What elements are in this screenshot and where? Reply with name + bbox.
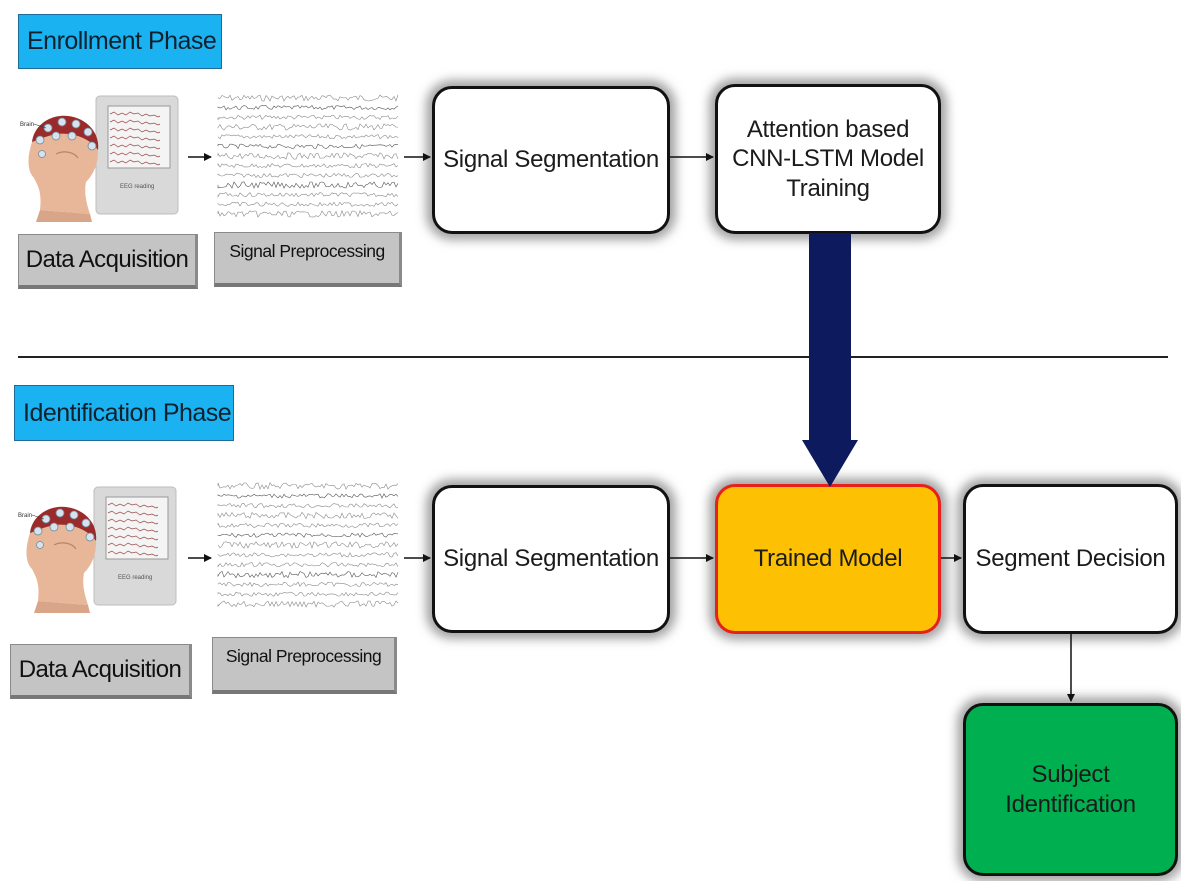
phase-divider: [18, 356, 1168, 358]
data-acquisition-label: Data Acquisition: [18, 234, 198, 289]
eeg-trace: [217, 192, 399, 198]
eeg-trace: [217, 503, 399, 509]
signal-preprocessing-label: Signal Preprocessing: [214, 232, 402, 287]
eeg-headset-illustration: EEG reading Brain: [20, 95, 179, 222]
signal-segmentation-text: Signal Segmentation: [443, 146, 659, 174]
eeg-trace: [217, 493, 399, 499]
eeg-trace: [217, 123, 399, 131]
trained-model-box: Trained Model: [715, 484, 941, 634]
signal-preprocessing-label: Signal Preprocessing: [212, 637, 397, 694]
brain-caption: Brain: [18, 513, 32, 519]
segment-decision-box: Segment Decision: [963, 484, 1178, 634]
eeg-trace: [217, 114, 399, 121]
identification-phase-label: Identification Phase: [14, 385, 234, 441]
eeg-trace: [217, 552, 399, 558]
trained-model-text: Trained Model: [753, 545, 903, 573]
subject-identification-box: Subject Identification: [963, 703, 1178, 876]
eeg-trace: [217, 541, 399, 550]
signal-segmentation-box: Signal Segmentation: [432, 485, 670, 633]
eeg-trace: [217, 201, 399, 207]
eeg-trace: [217, 172, 399, 179]
eeg-trace: [217, 133, 399, 140]
signal-segmentation-text: Signal Segmentation: [443, 545, 659, 573]
eeg-trace: [217, 561, 399, 568]
eeg-trace: [217, 162, 399, 169]
eeg-reading-caption: EEG reading: [120, 184, 154, 190]
eeg-trace: [217, 152, 399, 160]
eeg-reading-caption: EEG reading: [118, 575, 152, 581]
eeg-trace: [217, 522, 399, 528]
eeg-trace: [217, 532, 399, 538]
eeg-trace: [217, 511, 399, 520]
segment-decision-text: Segment Decision: [975, 545, 1166, 573]
eeg-trace: [217, 600, 399, 608]
eeg-trace: [217, 209, 399, 218]
eeg-trace: [217, 105, 399, 111]
enrollment-phase-label: Enrollment Phase: [18, 14, 222, 69]
eeg-trace: [217, 482, 399, 490]
data-acquisition-label: Data Acquisition: [10, 644, 192, 699]
eeg-trace: [217, 94, 399, 102]
eeg-trace: [217, 581, 399, 588]
eeg-trace: [217, 570, 399, 579]
model-training-box: Attention based CNN-LSTM Model Training: [715, 84, 941, 234]
eeg-signal-illustration: [217, 482, 399, 608]
brain-caption: Brain: [20, 122, 34, 128]
eeg-headset-illustration: EEG reading Brain: [18, 486, 177, 613]
model-training-text: Attention based CNN-LSTM Model Training: [732, 116, 924, 202]
big-arrow-training-to-trained-model: [802, 233, 858, 487]
eeg-trace: [217, 591, 399, 597]
eeg-trace: [217, 143, 399, 150]
signal-segmentation-box: Signal Segmentation: [432, 86, 670, 234]
eeg-trace: [217, 181, 399, 189]
subject-identification-text: Subject Identification: [1005, 761, 1136, 818]
eeg-signal-illustration: [217, 94, 399, 218]
